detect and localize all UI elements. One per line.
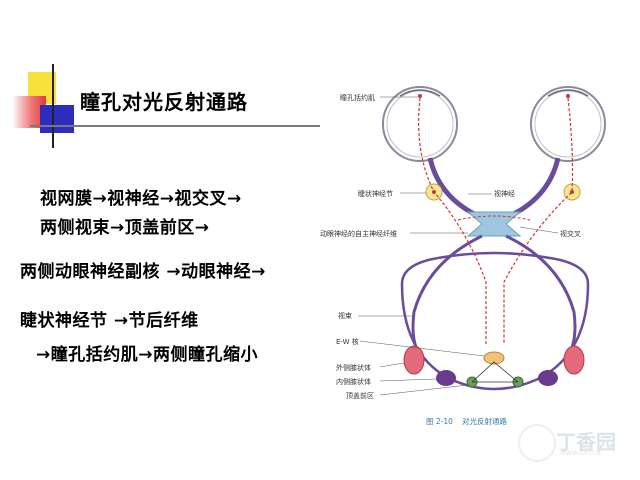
leader-optic-chiasm xyxy=(519,226,559,234)
pathway-line-3: 两侧动眼神经副核 →动眼神经→ xyxy=(20,262,266,282)
label-optic-chiasm: 视交叉 xyxy=(560,229,581,238)
leader-pretectal xyxy=(379,384,469,396)
decor-vertical-line xyxy=(52,64,54,148)
reflex-pathway-svg: 瞳孔括约肌 睫状神经节 视神经 动眼神经的自主神经纤维 视交叉 视束 E-W 核… xyxy=(320,86,606,426)
pathway-line-2: 两侧视束→顶盖前区→ xyxy=(40,218,210,238)
title-underline xyxy=(30,125,320,127)
ew-nucleus xyxy=(483,351,505,365)
right-eye-inner xyxy=(534,90,602,158)
caption-text: 对光反射通路 xyxy=(462,416,507,426)
slide-title: 瞳孔对光反射通路 xyxy=(80,90,248,114)
left-sphincter-dot xyxy=(418,94,422,98)
watermark: 丁香园 WWW.DXY.CN xyxy=(510,424,630,464)
label-optic-tract: 视束 xyxy=(338,311,352,320)
left-eye-lens xyxy=(399,89,441,97)
pathway-line-1: 视网膜→视神经→视交叉→ xyxy=(40,189,242,209)
right-lateral-geniculate xyxy=(563,345,585,375)
watermark-url: WWW.DXY.CN xyxy=(560,450,601,457)
optic-chiasm-shape xyxy=(466,211,522,237)
left-medial-geniculate xyxy=(436,370,456,386)
label-ciliary-ganglion: 睫状神经节 xyxy=(358,189,393,198)
label-mgb: 内侧膝状体 xyxy=(336,377,371,386)
left-eye xyxy=(382,86,458,162)
label-oculomotor-autonomic: 动眼神经的自主神经纤维 xyxy=(320,229,397,238)
right-sphincter-dot xyxy=(566,94,570,98)
left-reflex-fiber xyxy=(418,97,487,344)
watermark-logo-icon xyxy=(518,424,556,462)
right-eye-lens xyxy=(547,89,589,97)
left-eye-inner xyxy=(386,90,454,158)
label-sphincter: 瞳孔括约肌 xyxy=(340,93,375,102)
label-lgb: 外侧膝状体 xyxy=(336,363,371,372)
leader-ew-nucleus xyxy=(359,340,485,357)
brainstem-outline xyxy=(400,251,590,391)
right-medial-geniculate xyxy=(538,370,558,386)
label-ew-nucleus: E-W 核 xyxy=(336,337,359,346)
reflex-pathway-figure: 瞳孔括约肌 睫状神经节 视神经 动眼神经的自主神经纤维 视交叉 视束 E-W 核… xyxy=(318,72,636,450)
crossing-fiber xyxy=(457,215,531,221)
caption-number: 图 2-10 xyxy=(426,417,453,426)
leader-lgb xyxy=(379,362,405,368)
label-pretectal: 顶盖前区 xyxy=(346,391,374,400)
left-lateral-geniculate xyxy=(403,345,425,375)
pathway-line-4: 睫状神经节 →节后纤维 xyxy=(20,311,199,331)
watermark-brand: 丁香园 xyxy=(556,430,616,454)
pathway-line-5: →瞳孔括约肌→两侧瞳孔缩小 xyxy=(36,345,258,365)
pretectal-connections xyxy=(471,361,519,383)
right-optic-nerve xyxy=(499,157,561,223)
label-optic-nerve: 视神经 xyxy=(494,189,515,198)
decor-blue-square xyxy=(40,105,74,133)
leader-mgb xyxy=(379,378,437,382)
right-eye xyxy=(530,86,606,162)
